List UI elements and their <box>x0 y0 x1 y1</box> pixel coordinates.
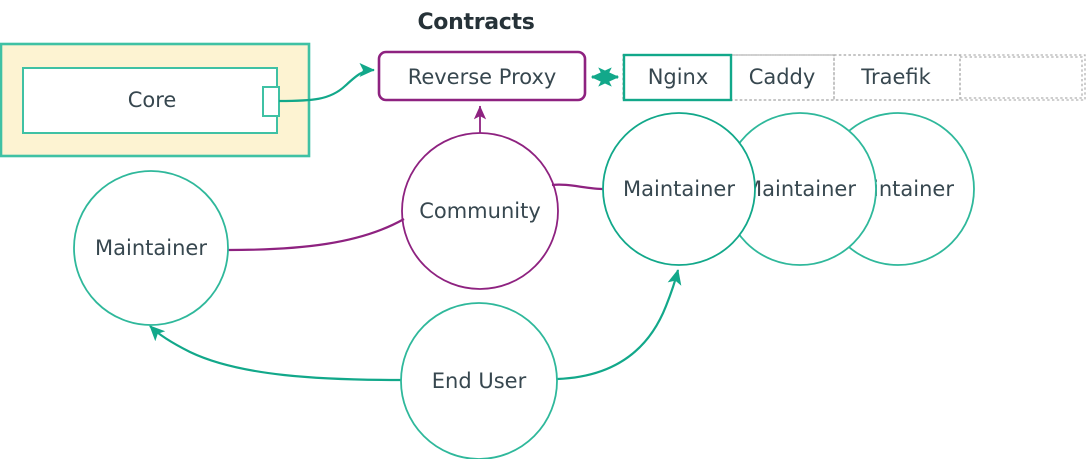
node-maintainer-right-1-label: Maintainer <box>623 177 735 201</box>
node-maintainer-left-label: Maintainer <box>95 236 207 260</box>
core-port-connector[interactable] <box>262 86 280 117</box>
table-cell-nginx-label: Nginx <box>648 65 709 89</box>
table-cell-traefik-box <box>833 54 961 101</box>
table-cell-empty-box <box>959 56 1083 99</box>
reverse-proxy-label: Reverse Proxy <box>408 65 557 89</box>
page-title: Contracts <box>417 10 534 35</box>
edge-end-user-to-maintainer-right <box>556 269 682 381</box>
reverse-proxy-box[interactable] <box>377 50 587 102</box>
table-cell-nginx[interactable]: Nginx <box>622 53 733 102</box>
node-community[interactable]: Community <box>401 132 559 290</box>
table-cell-traefik-label: Traefik <box>860 65 931 89</box>
edge-community-to-maintainer-right <box>551 183 605 191</box>
core-inner-box[interactable] <box>22 67 278 134</box>
core-label: Core <box>128 88 177 112</box>
node-community-label: Community <box>419 199 541 223</box>
table-cell-caddy[interactable]: Caddy <box>730 54 835 101</box>
node-community-circle <box>401 132 559 290</box>
table-cell-nginx-box <box>622 53 733 102</box>
edge-core-to-reverse-proxy <box>278 62 375 103</box>
node-maintainer-right-2-label: Maintainer <box>744 177 856 201</box>
table-cell-empty[interactable] <box>959 56 1083 99</box>
node-end-user-label: End User <box>432 369 527 393</box>
reverse-proxy-node[interactable]: Reverse Proxy <box>377 50 587 102</box>
node-end-user-circle <box>400 302 558 459</box>
node-maintainer-left[interactable]: Maintainer <box>73 170 229 326</box>
proxy-options-table[interactable]: Caddy Traefik Nginx <box>622 53 1086 102</box>
table-cell-caddy-box <box>730 54 835 101</box>
node-maintainer-right-1[interactable]: Maintainer <box>602 112 756 266</box>
edge-end-user-to-maintainer-left <box>149 325 402 382</box>
node-maintainer-right-1-circle <box>602 112 756 266</box>
core-group[interactable]: Core <box>0 42 311 158</box>
node-maintainer-left-circle <box>73 170 229 326</box>
table-cell-caddy-label: Caddy <box>749 65 816 89</box>
edge-community-to-maintainer-left <box>227 218 405 252</box>
table-cell-traefik[interactable]: Traefik <box>833 54 961 101</box>
node-end-user[interactable]: End User <box>400 302 558 459</box>
